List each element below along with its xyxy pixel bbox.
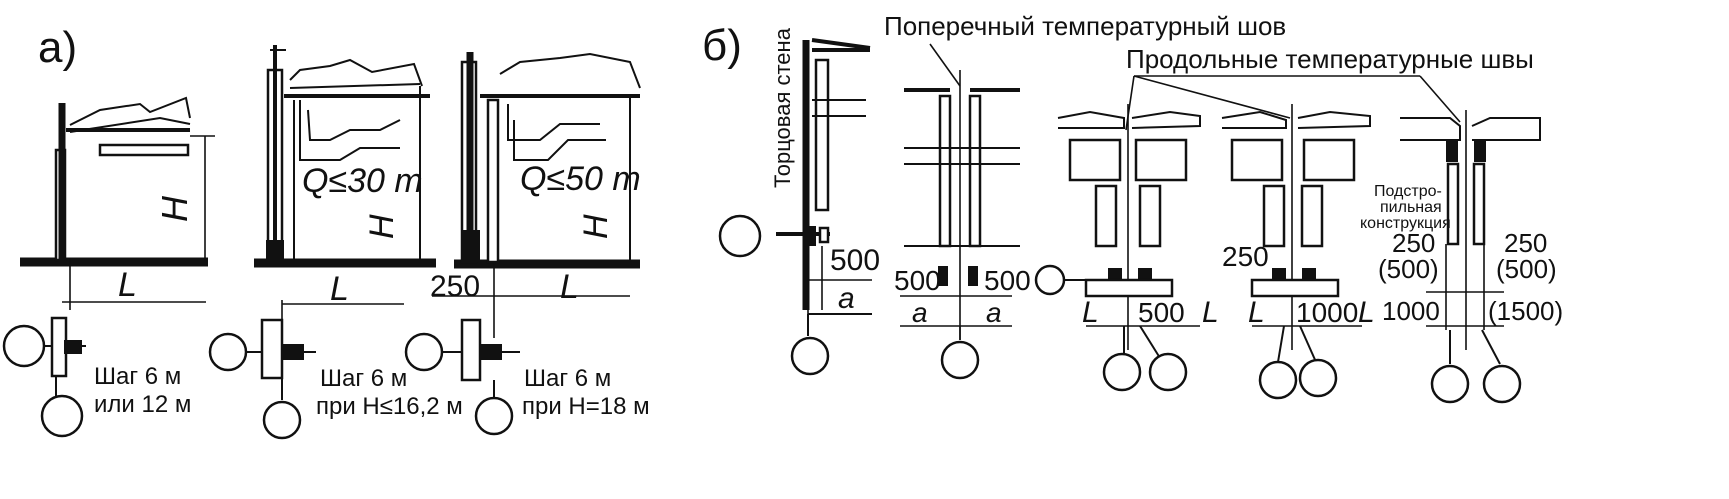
transverse-dim-500-right: 500 <box>984 265 1031 296</box>
frame-2-section: Q≤30 т H L <box>254 45 436 340</box>
transverse-dim-500-left: 500 <box>894 265 941 296</box>
plan-1-step: Шаг 6 м <box>94 363 181 390</box>
frame-3-height: H <box>577 214 615 239</box>
substructure-line-3: конструкция <box>1360 215 1451 232</box>
frame-3-section: Q≤50 т H 250 L <box>430 52 641 338</box>
transverse-dim-a-right: a <box>986 297 1002 328</box>
longitudinal-2-dim-L-left: L <box>1248 296 1265 329</box>
longitudinal-2-dim-1000: 1000 <box>1296 297 1358 328</box>
frame-2-load: Q≤30 т <box>302 162 423 200</box>
plan-3-step: Шаг 6 м <box>524 365 611 392</box>
plan-2-step: Шаг 6 м <box>320 365 407 392</box>
longitudinal-1-dim-L-right: L <box>1202 296 1219 329</box>
substructure-line-2: пильная <box>1380 199 1442 216</box>
plan-3-condition: при H=18 м <box>522 393 650 420</box>
end-wall-dim-a: a <box>838 282 855 315</box>
dim-500-left: (500) <box>1378 254 1439 284</box>
plan-1-alt: или 12 м <box>94 391 191 418</box>
longitudinal-2-dim-L-right: L <box>1358 296 1375 329</box>
part-a: а) H L <box>2 23 650 440</box>
longitudinal-1-dim-L-left: L <box>1082 296 1099 329</box>
frame-3-span: L <box>560 268 579 306</box>
end-wall-label: Торцовая стена <box>770 27 795 188</box>
longitudinal-1-dim-500: 500 <box>1138 297 1185 328</box>
part-b: б) Торцовая стена Поперечный температурн… <box>702 11 1563 404</box>
part-a-label: а) <box>38 23 77 72</box>
frame-2-height: H <box>363 214 401 239</box>
end-wall-detail: 500 a <box>718 38 880 376</box>
dim-250-right: 250 <box>1504 228 1547 258</box>
substructure-line-1: Подстро- <box>1374 183 1442 200</box>
dim-500-right: (500) <box>1496 254 1557 284</box>
frame-1-span: L <box>118 266 137 304</box>
longitudinal-joint-detail-1: L 500 L <box>1034 104 1219 392</box>
plan-2-condition: при H≤16,2 м <box>316 393 463 420</box>
end-wall-dim-500: 500 <box>830 244 880 277</box>
dim-1500-right: (1500) <box>1488 296 1563 326</box>
dim-1000-left: 1000 <box>1382 296 1440 326</box>
plan-1: Шаг 6 м или 12 м <box>2 316 191 438</box>
part-b-label: б) <box>702 21 742 70</box>
longitudinal-joint-detail-2: 250 L 1000 L <box>1221 104 1375 400</box>
frame-2-span: L <box>330 270 349 308</box>
transverse-joint-label: Поперечный температурный шов <box>884 11 1286 41</box>
transverse-joint-detail: 500 500 a a <box>894 70 1031 380</box>
longitudinal-joint-detail-3: Подстро- пильная конструкция 250 (500) 2… <box>1360 110 1563 404</box>
frame-1-height: H <box>154 195 195 222</box>
longitudinal-2-dim-250: 250 <box>1222 241 1269 272</box>
plan-3: Шаг 6 м при H=18 м <box>404 318 650 436</box>
frame-3-load: Q≤50 т <box>520 160 641 198</box>
longitudinal-joints-label: Продольные температурные швы <box>1126 44 1534 74</box>
frame-1-section: H L <box>20 96 215 310</box>
plan-2: Шаг 6 м при H≤16,2 м <box>208 318 463 440</box>
frame-3-offset: 250 <box>430 270 480 303</box>
transverse-dim-a-left: a <box>912 297 928 328</box>
dim-250-left: 250 <box>1392 228 1435 258</box>
